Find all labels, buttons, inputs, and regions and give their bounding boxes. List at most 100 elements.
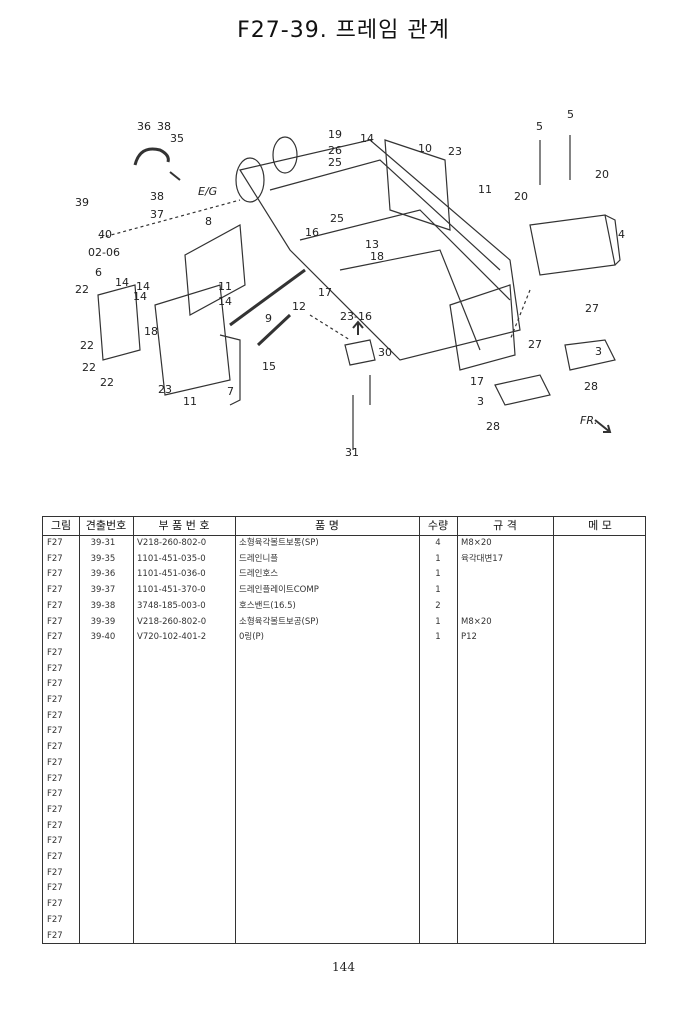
table-cell-key (83, 772, 123, 788)
svg-text:35: 35 (170, 132, 184, 145)
table-cell-key (83, 787, 123, 803)
table-cell-name: 드레인플레이트COMP (239, 585, 319, 596)
svg-text:19: 19 (328, 128, 342, 141)
table-cell-part (137, 662, 237, 678)
svg-text:02-06: 02-06 (88, 246, 120, 259)
table-cell-part: 1101-451-036-0 (137, 569, 206, 580)
table-cell-fig: F27 (47, 899, 63, 910)
table-cell-name (239, 646, 419, 662)
table-cell-fig: F27 (47, 804, 63, 815)
table-cell-fig: F27 (47, 742, 63, 753)
table-cell-fig: F27 (47, 695, 63, 705)
table-cell-key (83, 929, 123, 945)
svg-text:17: 17 (470, 375, 484, 388)
svg-text:23: 23 (158, 383, 172, 396)
mount-3-right (564, 339, 616, 371)
table-cell-spec: M8×20 (461, 616, 492, 627)
header-part-name: 품 명 (315, 519, 339, 532)
table-cell-fig: F27 (47, 569, 63, 580)
table-cell-name (239, 850, 419, 866)
table-cell-qty: 2 (435, 600, 441, 611)
svg-text:6: 6 (95, 266, 102, 279)
svg-text:30: 30 (378, 346, 392, 359)
table-cell-key: 39-37 (90, 585, 116, 596)
table-cell-part: V218-260-802-0 (137, 616, 207, 627)
table-cell-part (137, 866, 237, 882)
drain-hose (133, 147, 170, 166)
engine-mount (235, 157, 265, 203)
table-cell-fig: F27 (47, 773, 63, 784)
table-cell-name: 드레인니플 (239, 553, 279, 564)
main-frame-outline (239, 139, 521, 361)
table-row: F27 (43, 850, 645, 866)
table-cell-spec (461, 897, 551, 913)
table-cell-key: 39-39 (90, 616, 116, 627)
table-cell-spec (461, 677, 551, 693)
table-cell-qty (423, 756, 453, 772)
table-cell-part (137, 881, 237, 897)
table-cell-qty: 1 (435, 553, 441, 564)
svg-text:11: 11 (478, 183, 492, 196)
table-cell-fig: F27 (47, 585, 63, 596)
table-row: F27 (43, 787, 645, 803)
table-cell-fig: F27 (47, 538, 63, 548)
table-cell-spec (461, 567, 551, 583)
table-cell-spec (461, 850, 551, 866)
table-cell-spec (461, 583, 551, 599)
svg-text:14: 14 (115, 276, 129, 289)
svg-text:18: 18 (370, 250, 384, 263)
table-cell-key: 39-35 (90, 553, 116, 564)
svg-text:12: 12 (292, 300, 306, 313)
svg-text:14: 14 (360, 132, 374, 145)
table-cell-part: 1101-451-035-0 (137, 553, 206, 564)
table-cell-key (83, 866, 123, 882)
table-cell-qty: 4 (435, 538, 441, 548)
svg-text:17: 17 (318, 286, 332, 299)
svg-text:22: 22 (80, 339, 94, 352)
table-cell-key (83, 740, 123, 756)
table-cell-qty (423, 803, 453, 819)
table-row: F27 (43, 693, 645, 709)
header-part-number: 부 품 번 호 (158, 519, 210, 532)
table-cell-fig: F27 (47, 820, 63, 831)
svg-text:22: 22 (75, 283, 89, 296)
table-cell-key (83, 646, 123, 662)
table-cell-spec (461, 913, 551, 929)
table-row: F27 (43, 756, 645, 772)
table-cell-spec (461, 881, 551, 897)
svg-text:28: 28 (486, 420, 500, 433)
svg-text:22: 22 (82, 361, 96, 374)
page-title: F27-39. 프레임 관계 (237, 18, 450, 43)
rubber-mount-4 (529, 214, 616, 276)
table-row: F27 (43, 709, 645, 725)
table-row: F27 39-35 1101-451-035-0 드레인니플 1 육각대변17 (43, 552, 645, 568)
table-cell-qty (423, 724, 453, 740)
table-cell-name (239, 913, 419, 929)
table-cell-spec (461, 709, 551, 725)
header-key: 견출번호 (85, 519, 127, 532)
svg-text:36: 36 (137, 120, 151, 133)
table-cell-key (83, 709, 123, 725)
table-cell-spec: 육각대변17 (461, 553, 504, 564)
header-spec: 규 격 (493, 519, 517, 532)
table-row: F27 (43, 834, 645, 850)
table-cell-spec (461, 803, 551, 819)
table-cell-spec (461, 693, 551, 709)
svg-text:14: 14 (133, 290, 147, 303)
table-cell-name (239, 834, 419, 850)
table-cell-key: 39-36 (90, 569, 116, 580)
table-cell-fig: F27 (47, 553, 63, 564)
table-row: F27 (43, 913, 645, 929)
table-cell-qty (423, 834, 453, 850)
table-cell-part: V720-102-401-2 (137, 632, 207, 643)
svg-text:28: 28 (584, 380, 598, 393)
table-cell-fig: F27 (47, 647, 63, 658)
table-cell-part (137, 897, 237, 913)
table-cell-qty (423, 850, 453, 866)
svg-text:11: 11 (218, 280, 232, 293)
table-cell-part (137, 772, 237, 788)
table-cell-key: 39-38 (90, 600, 116, 611)
table-cell-qty (423, 740, 453, 756)
table-cell-name (239, 709, 419, 725)
